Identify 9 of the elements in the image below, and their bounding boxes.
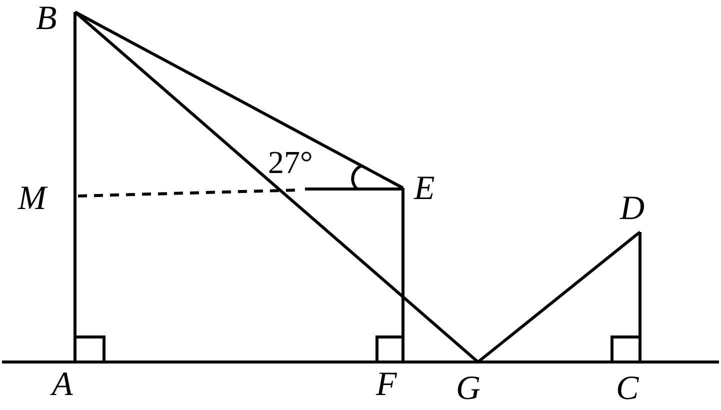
point-label: C (616, 372, 639, 406)
point-label: A (52, 368, 73, 402)
point-label: F (376, 368, 397, 402)
point-label: D (620, 192, 645, 226)
angle-label: 27° (268, 146, 313, 178)
point-label: G (456, 372, 481, 406)
point-label: B (36, 2, 57, 36)
point-label: E (414, 172, 435, 206)
point-label: M (18, 182, 46, 216)
